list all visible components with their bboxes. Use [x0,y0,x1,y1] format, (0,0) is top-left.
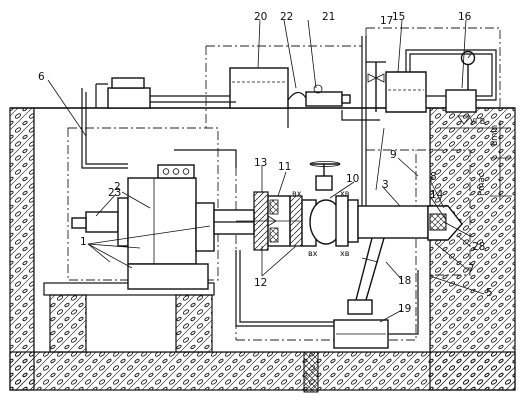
callout-16: 16 [458,11,472,23]
valve-mark-1: вх [292,189,302,198]
callout-1: 1 [80,236,87,248]
tank-16 [445,50,477,113]
tank-20 [229,67,289,109]
callout-7: 7 [468,263,475,275]
valve-marks: вх вх хв хв [292,189,350,258]
drain-tank [333,319,389,349]
callout-5: 5 [486,287,493,299]
valve-mark-4: хв [340,249,350,258]
valve-mark-3: хв [340,189,350,198]
callout-10: 10 [346,173,359,185]
callout-11: 11 [278,161,291,173]
test-pipe [357,205,471,241]
callout-18: 18 [398,275,411,287]
callout-13: 13 [254,157,267,169]
valve-icon [367,68,385,83]
callout-6: 6 [38,71,45,83]
callout-8: 8 [430,171,437,183]
machine-foundation [43,282,319,393]
callout-17: 17 [380,15,393,27]
callout-22: 22 [280,11,293,23]
callout-21: 21 [322,11,335,23]
main-gate-valve [301,161,359,247]
callout-14: 14 [430,189,444,201]
level-labels: УГВ Pmin Pmaс [470,117,500,196]
callout-3: 3 [382,179,389,191]
ugv-label: УГВ [470,117,485,126]
pump-21-22 [287,84,351,107]
callout-12: 12 [254,277,267,289]
callout-2: 2 [114,181,121,193]
pipelines [81,36,497,335]
pmax-label: Pmaс [477,172,487,196]
leader-lines [47,19,485,323]
groundwater-levels [440,115,512,200]
callout-19: 19 [398,303,411,315]
drain-line [347,237,385,315]
callout-23: 23 [108,187,121,199]
callout-labels: 1 2 3 5 6 7 8 9 10 11 12 13 14 15 16 17 … [38,11,493,315]
callout-28: 28 [472,241,485,253]
valve-mark-2: вх [308,249,318,258]
tank-15 [375,62,427,113]
pmin-label: Pmin [490,125,500,146]
motor-assembly [71,164,215,290]
callout-9: 9 [390,149,397,161]
callout-20: 20 [254,11,267,23]
callout-15: 15 [392,11,405,23]
